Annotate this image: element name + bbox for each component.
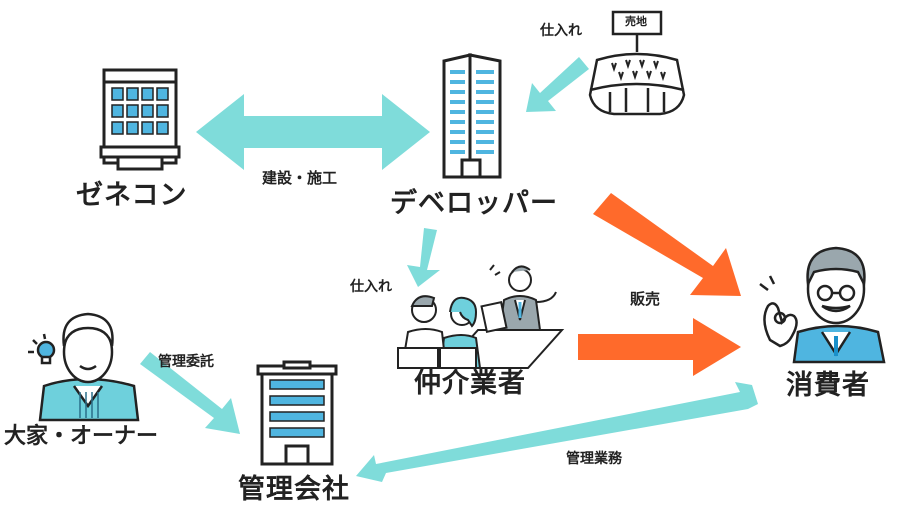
arrow-purchase-land [526,57,589,112]
edge-sales-label: 販売 [630,290,661,308]
elderly-man-ok-gesture-icon [759,246,886,364]
node-management-label: 管理会社 [238,474,350,505]
arrow-purchase-broker [407,228,440,287]
node-owner-label: 大家・オーナー [4,424,159,449]
edge-construction-label: 建設・施工 [262,169,338,187]
node-developer-label: デベロッパー [390,188,558,219]
sign-text: 売地 [625,15,647,28]
node-consumer-label: 消費者 [786,370,870,401]
edge-management-work-label: 管理業務 [566,451,622,467]
apartment-building-icon [256,360,338,466]
edge-purchase-broker-label: 仕入れ [350,279,392,295]
edge-management-commission-label: 管理委託 [158,354,214,370]
arrow-construction [196,94,430,170]
skyscraper-icon [442,53,502,179]
arrow-management-commission [140,352,240,434]
land-for-sale-icon [588,10,686,116]
arrow-management-work [356,382,758,482]
node-genecon-label: ゼネコン [76,180,188,211]
man-with-idea-icon [28,312,140,422]
node-broker-label: 仲介業者 [414,368,526,399]
meeting-people-icon [397,264,565,369]
arrow-sales-from-developer [593,193,741,296]
edge-purchase-land-label: 仕入れ [540,23,582,39]
arrow-sales-from-broker [578,318,741,376]
office-building-icon [99,68,181,171]
